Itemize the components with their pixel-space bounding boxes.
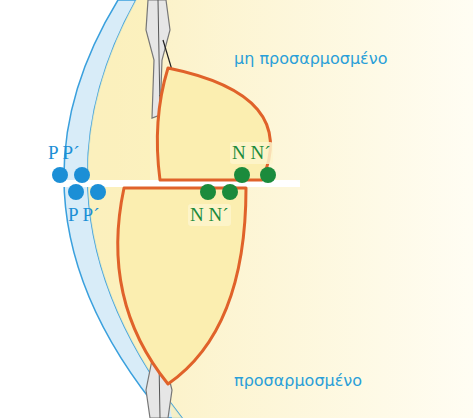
point-label: N N´ bbox=[230, 142, 273, 164]
state-label: προσαρμοσμένο bbox=[232, 372, 364, 390]
point-label: N N´ bbox=[188, 204, 231, 226]
point-label: P P´ bbox=[66, 204, 102, 226]
state-label: μη προσαρμοσμένο bbox=[232, 50, 390, 68]
point-label: P P´ bbox=[46, 142, 82, 164]
